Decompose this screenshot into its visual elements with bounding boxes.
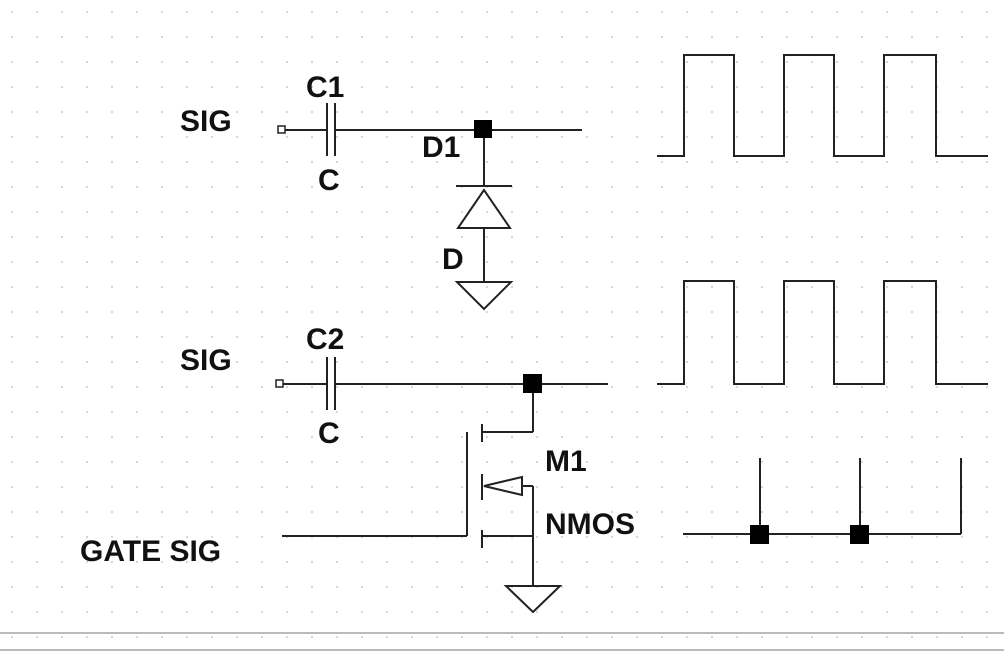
top-square-wave (657, 54, 988, 157)
ground-symbol (454, 281, 514, 311)
sig-input-port[interactable] (275, 379, 284, 388)
d1-type-label: D (442, 243, 464, 276)
c1-name-label: C1 (306, 71, 344, 104)
ground-symbol (503, 585, 563, 614)
c2-type-label: C (318, 417, 340, 450)
junction-node (474, 120, 492, 138)
gate-impulse-node (850, 525, 869, 544)
top-sig-label: SIG (180, 105, 232, 138)
c2-name-label: C2 (306, 323, 344, 356)
junction-node (523, 374, 542, 393)
m1-type-label: NMOS (545, 508, 635, 541)
nmos-body-arrow (483, 475, 523, 497)
gate-impulse-node (750, 525, 769, 544)
gate-waveform (683, 458, 962, 535)
bottom-square-wave (657, 280, 988, 385)
c1-type-label: C (318, 164, 340, 197)
sig-input-port[interactable] (277, 125, 286, 134)
m1-name-label: M1 (545, 445, 587, 478)
top-circuit (277, 103, 582, 311)
bottom-circuit (275, 357, 608, 614)
gate-sig-label: GATE SIG (80, 535, 221, 568)
bottom-sig-label: SIG (180, 344, 232, 377)
d1-name-label: D1 (422, 131, 460, 164)
